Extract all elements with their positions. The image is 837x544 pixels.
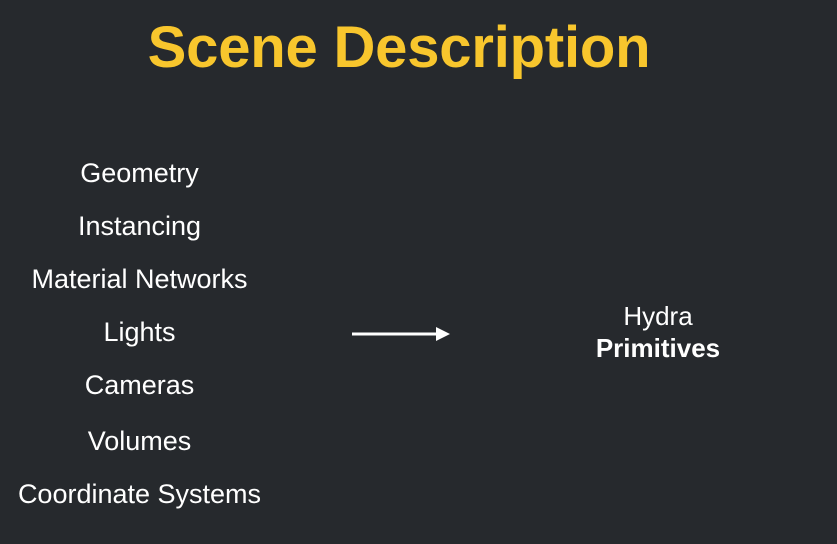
list-item-lights: Lights <box>103 317 176 347</box>
list-item-geometry: Geometry <box>80 158 199 188</box>
hydra-primitives-label: Hydra Primitives <box>559 300 757 364</box>
scene-description-list: Geometry Instancing Material Networks Li… <box>0 0 279 544</box>
list-item-volumes: Volumes <box>87 426 192 456</box>
list-item-instancing: Instancing <box>77 211 202 241</box>
right-arrow-icon <box>350 327 450 341</box>
list-item-material-networks: Material Networks <box>31 264 248 294</box>
list-item-coordinate-systems: Coordinate Systems <box>17 479 262 509</box>
page-title: Scene Description <box>147 15 651 80</box>
result-line-1: Hydra <box>623 301 693 331</box>
result-line-2: Primitives <box>595 333 721 363</box>
list-item-cameras: Cameras <box>84 370 195 400</box>
